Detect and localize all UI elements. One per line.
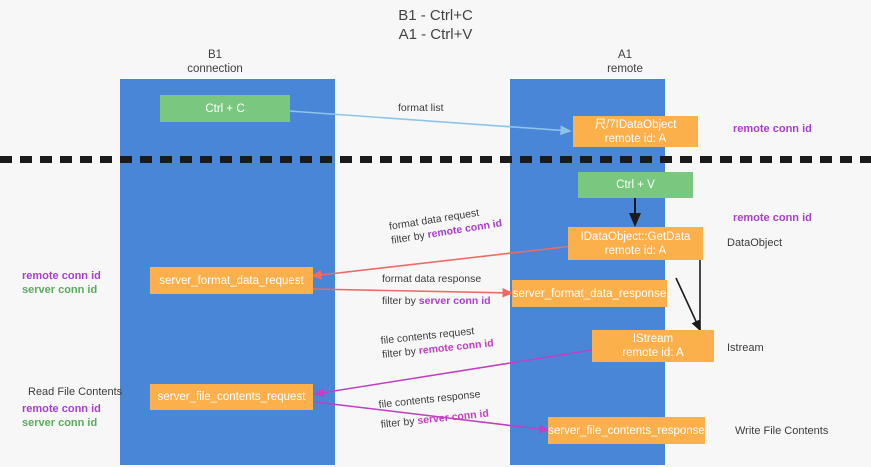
edge-text-filter-value-2: server conn id <box>418 295 491 307</box>
column-header-b1: B1 connection <box>187 49 243 75</box>
node-server-format-data-request[interactable]: server_format_data_request <box>150 267 313 294</box>
right-label-remote-conn-id-mid: remote conn id <box>733 212 812 224</box>
column-header-a1: A1 remote <box>607 49 643 75</box>
edge-label-file-contents-request: file contents request filter by remote c… <box>380 325 494 362</box>
node-server-file-contents-response[interactable]: server_file_contents_response <box>548 417 705 444</box>
edge-text-format-data-response: format data response <box>382 273 482 285</box>
left-label-read-server-conn-id: server conn id <box>22 417 98 429</box>
edge-text-filter-prefix-2: filter by <box>382 295 419 307</box>
node-ctrl-c[interactable]: Ctrl + C <box>160 95 290 122</box>
node-idataobject-getdata[interactable]: IDataObject::GetData remote id: A <box>568 227 703 260</box>
node-istream[interactable]: IStream remote id: A <box>592 330 714 362</box>
node-ctrl-v[interactable]: Ctrl + V <box>578 172 693 198</box>
node-server-format-data-response[interactable]: server_format_data_response <box>512 280 667 307</box>
edge-label-format-list: format list <box>398 102 444 114</box>
section-divider <box>0 156 871 163</box>
node-server-file-contents-request[interactable]: server_file_contents_request <box>150 384 313 410</box>
right-label-write-file-contents: Write File Contents <box>735 425 829 437</box>
left-label-remote-conn-id: remote conn id <box>22 270 101 282</box>
edge-label-format-data-response: format data response filter by server co… <box>382 272 491 308</box>
right-label-remote-conn-id-top: remote conn id <box>733 123 812 135</box>
right-label-istream: Istream <box>727 342 764 354</box>
edge-label-file-contents-response: file contents response filter by server … <box>378 388 490 432</box>
edge-text-file-contents-response: file contents response <box>378 388 481 411</box>
left-label-read-remote-conn-id: remote conn id <box>22 403 101 415</box>
node-data-object[interactable]: 尺/7IDataObject remote id: A <box>573 116 698 147</box>
left-label-server-conn-id: server conn id <box>22 284 98 296</box>
page-title: B1 - Ctrl+C A1 - Ctrl+V <box>398 7 473 43</box>
edge-text-filter-prefix-3: filter by <box>381 345 420 361</box>
edge-text-filter-prefix-4: filter by <box>380 415 419 431</box>
right-label-data-object: DataObject <box>727 237 783 249</box>
edge-text-filter-value-4: server conn id <box>416 407 490 427</box>
left-label-read-file-contents: Read File Contents <box>28 386 123 398</box>
edge-label-format-data-request: format data request filter by remote con… <box>388 207 503 248</box>
